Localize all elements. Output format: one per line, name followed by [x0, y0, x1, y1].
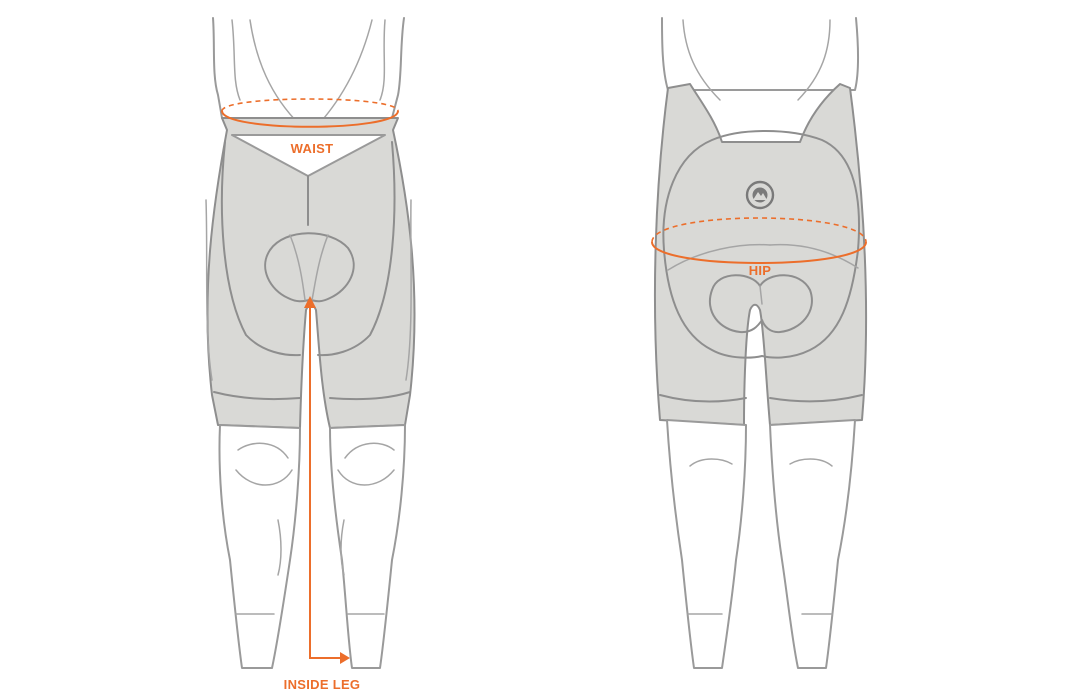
- waist-label: WAIST: [291, 141, 334, 156]
- inside-leg-line: [309, 306, 342, 659]
- inside-leg-label: INSIDE LEG: [284, 677, 361, 692]
- hip-measure-front: [651, 241, 867, 264]
- back-right-leg: [769, 419, 856, 669]
- back-view-figure: [651, 17, 868, 669]
- waist-measure-back: [221, 98, 399, 112]
- inside-leg-arrow-top: [304, 296, 316, 308]
- front-waist-skin: [231, 134, 386, 177]
- hip-label: HIP: [749, 263, 772, 278]
- front-left-leg: [218, 424, 301, 669]
- back-shorts: [653, 83, 868, 426]
- mountain-circle-logo-icon: [745, 180, 775, 210]
- front-right-leg: [329, 424, 406, 669]
- back-left-leg: [666, 419, 747, 669]
- front-view-figure: [205, 17, 416, 669]
- inside-leg-arrow-right: [340, 652, 350, 664]
- waist-measure-front: [221, 110, 399, 128]
- back-torso: [661, 17, 860, 91]
